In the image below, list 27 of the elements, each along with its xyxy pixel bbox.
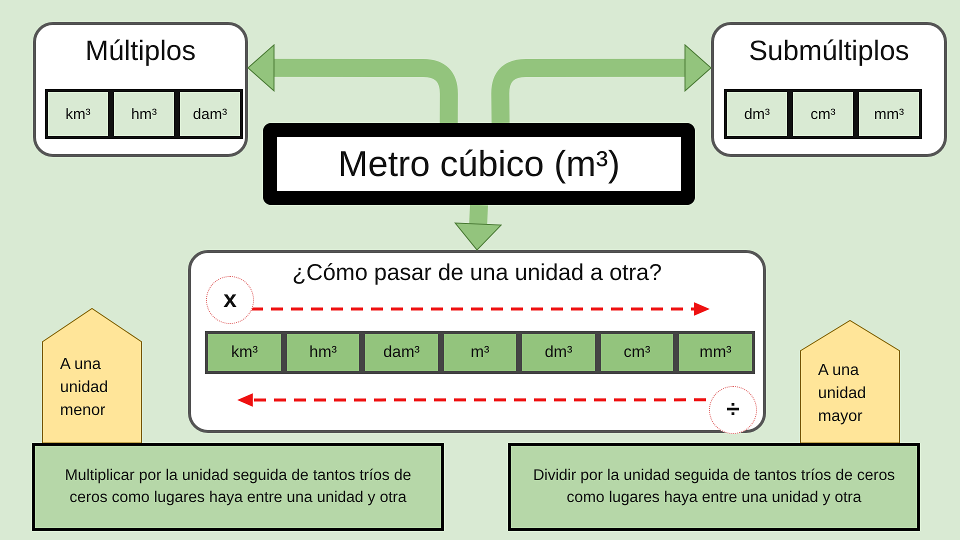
dashed-arrow bbox=[251, 302, 710, 316]
pentagon-tag: A una unidad mayor bbox=[800, 320, 900, 443]
unit-cell: mm³ bbox=[676, 331, 755, 374]
unit-cell: dam³ bbox=[362, 331, 441, 374]
conversion-panel bbox=[188, 250, 766, 433]
unit-cell: hm³ bbox=[284, 331, 362, 374]
unit-cell: cm³ bbox=[598, 331, 676, 374]
unit-cell: m³ bbox=[441, 331, 519, 374]
card-heading: ¿Cómo pasar de una unidad a otra? bbox=[291, 259, 663, 286]
unit-group-card bbox=[711, 22, 947, 157]
operator-circle: x bbox=[206, 276, 254, 324]
unit-cell: dm³ bbox=[519, 331, 598, 374]
block-arrow bbox=[454, 204, 502, 250]
pentagon-tag: A una unidad menor bbox=[42, 308, 142, 443]
unit-group-card bbox=[33, 22, 248, 157]
unit-cell: cm³ bbox=[790, 89, 856, 139]
card-heading: Submúltiplos bbox=[748, 35, 910, 67]
unit-cell: km³ bbox=[205, 331, 284, 374]
unit-cell: dam³ bbox=[177, 89, 243, 139]
unit-cell: dm³ bbox=[724, 89, 790, 139]
card-heading: Múltiplos bbox=[84, 35, 197, 67]
main-title-box: Metro cúbico (m³) bbox=[263, 123, 695, 205]
unit-cell: km³ bbox=[45, 89, 111, 139]
unit-cell: hm³ bbox=[111, 89, 177, 139]
dashed-arrow bbox=[238, 394, 706, 406]
unit-cell: mm³ bbox=[856, 89, 922, 139]
operator-circle: ÷ bbox=[709, 386, 757, 434]
